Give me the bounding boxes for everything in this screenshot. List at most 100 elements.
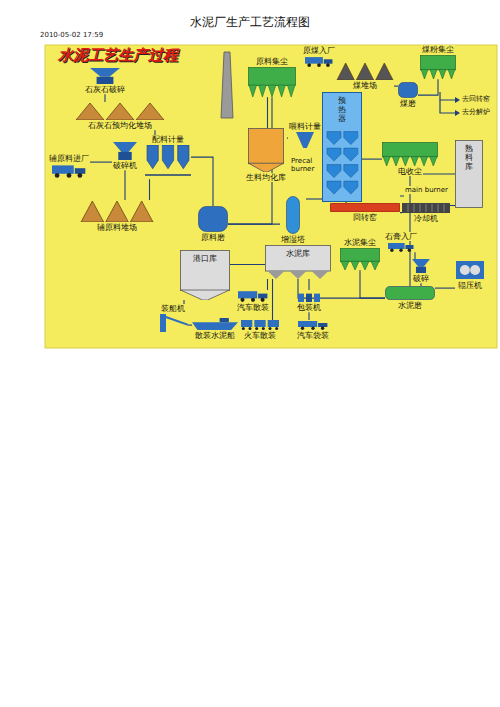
equipment-shape bbox=[248, 128, 284, 172]
process-unit: 喂料计量 bbox=[288, 122, 322, 148]
destination-label: 去回转窑 bbox=[462, 95, 490, 103]
unit-label: 石膏入厂 bbox=[384, 232, 418, 241]
equipment-shape bbox=[145, 145, 191, 179]
flow-line bbox=[394, 86, 398, 87]
equipment-shape bbox=[330, 203, 400, 212]
unit-label: 辊压机 bbox=[457, 281, 483, 290]
flow-line bbox=[188, 325, 192, 326]
unit-label: 装船机 bbox=[160, 304, 186, 313]
process-unit: 石膏入厂 bbox=[384, 232, 418, 252]
equipment-shape bbox=[238, 290, 268, 302]
unit-label: 水泥库 bbox=[285, 249, 311, 258]
equipment-icon bbox=[298, 294, 320, 302]
equipment-shape bbox=[296, 132, 314, 148]
unit-label: 喂料计量 bbox=[288, 122, 322, 131]
process-unit: 石灰石破碎 bbox=[84, 68, 126, 94]
flow-line bbox=[104, 94, 105, 102]
unit-label: 熟料库 bbox=[465, 144, 473, 172]
process-unit: 原料磨 bbox=[198, 206, 228, 242]
process-unit: 辅原料堆场 bbox=[80, 200, 154, 232]
flow-line bbox=[308, 279, 309, 290]
equipment-icon bbox=[388, 243, 413, 252]
chimney bbox=[221, 52, 233, 118]
equipment-shape bbox=[340, 248, 380, 270]
burner-label: main burner bbox=[405, 186, 448, 194]
unit-label: 配料计量 bbox=[151, 135, 185, 144]
equipment-icon bbox=[305, 57, 332, 67]
unit-label: 辅原料堆场 bbox=[96, 223, 138, 232]
unit-label: 煤磨 bbox=[399, 99, 417, 108]
flow-line bbox=[191, 157, 213, 206]
process-unit: 生料均化库 bbox=[245, 128, 287, 182]
equipment-icon bbox=[341, 249, 380, 271]
equipment-icon bbox=[241, 320, 279, 330]
equipment-shape bbox=[80, 200, 154, 222]
unit-label: 港口库 bbox=[192, 254, 218, 263]
process-unit: 原料集尘 bbox=[248, 57, 296, 97]
flow-line bbox=[90, 162, 112, 163]
flow-line bbox=[228, 224, 280, 225]
unit-label: 辅原料进厂 bbox=[48, 154, 90, 163]
unit-label: 包装机 bbox=[296, 303, 322, 312]
equipment-icon bbox=[145, 145, 191, 175]
unit-label: 原料磨 bbox=[200, 233, 226, 242]
equipment-shape bbox=[382, 142, 438, 166]
equipment-shape bbox=[298, 320, 328, 330]
process-unit: 冷却机 bbox=[402, 203, 450, 223]
process-unit: 破碎机 bbox=[112, 142, 138, 170]
flow-line bbox=[308, 312, 309, 320]
equipment-icon bbox=[421, 56, 456, 80]
poster-heading: 水泥工艺生产过程 bbox=[58, 47, 178, 64]
equipment-shape bbox=[305, 56, 333, 67]
equipment-icon bbox=[76, 103, 164, 120]
unit-label: 煤粉集尘 bbox=[421, 45, 455, 54]
page-title: 水泥厂生产工艺流程图 bbox=[0, 14, 500, 31]
process-unit: 水泥库 bbox=[265, 245, 331, 279]
process-unit: 熟料库 bbox=[455, 140, 483, 208]
process-unit: 煤磨 bbox=[398, 82, 418, 108]
equipment-icon bbox=[113, 142, 137, 160]
process-unit: 煤粉集尘 bbox=[420, 45, 456, 79]
process-unit: 辅原料进厂 bbox=[48, 154, 90, 178]
flow-line bbox=[420, 283, 421, 286]
equipment-shape bbox=[388, 242, 414, 252]
equipment-icon bbox=[238, 291, 267, 302]
equipment-shape bbox=[198, 206, 228, 232]
destination-label: 去分解炉 bbox=[462, 108, 490, 116]
arrowheads bbox=[455, 97, 460, 116]
equipment-icon bbox=[90, 68, 120, 84]
equipment-icon bbox=[399, 83, 418, 98]
timestamp: 2010-05-02 17:59 bbox=[40, 31, 103, 39]
equipment-icon bbox=[337, 63, 393, 80]
equipment-shape bbox=[385, 286, 435, 300]
unit-label: 原煤入厂 bbox=[302, 46, 336, 55]
equipment-shape bbox=[52, 164, 86, 178]
process-unit: 原煤入厂 bbox=[302, 46, 336, 67]
flow-line bbox=[287, 138, 288, 139]
unit-label: 生料均化库 bbox=[245, 173, 287, 182]
unit-label: 预热器 bbox=[338, 96, 346, 124]
equipment-shape bbox=[398, 82, 418, 98]
equipment-shape bbox=[248, 67, 296, 97]
unit-label: 电收尘 bbox=[397, 167, 423, 176]
equipment-shape bbox=[286, 196, 300, 234]
equipment-icon bbox=[160, 314, 188, 332]
equipment-icon bbox=[456, 261, 484, 279]
equipment-shape bbox=[75, 102, 165, 120]
equipment-icon bbox=[456, 141, 483, 208]
equipment-shape bbox=[192, 318, 238, 330]
unit-label: 煤堆场 bbox=[352, 81, 378, 90]
equipment-shape bbox=[412, 259, 430, 273]
burner-label: Precal burner bbox=[291, 157, 321, 173]
equipment-icon bbox=[81, 201, 153, 222]
process-unit: 散装水泥船 bbox=[192, 318, 238, 340]
equipment-shape bbox=[402, 203, 450, 213]
equipment-icon bbox=[296, 132, 314, 148]
flow-line bbox=[230, 264, 265, 265]
equipment-icon bbox=[181, 251, 230, 301]
unit-label: 汽车袋装 bbox=[296, 331, 330, 340]
equipment-icon bbox=[412, 259, 430, 273]
